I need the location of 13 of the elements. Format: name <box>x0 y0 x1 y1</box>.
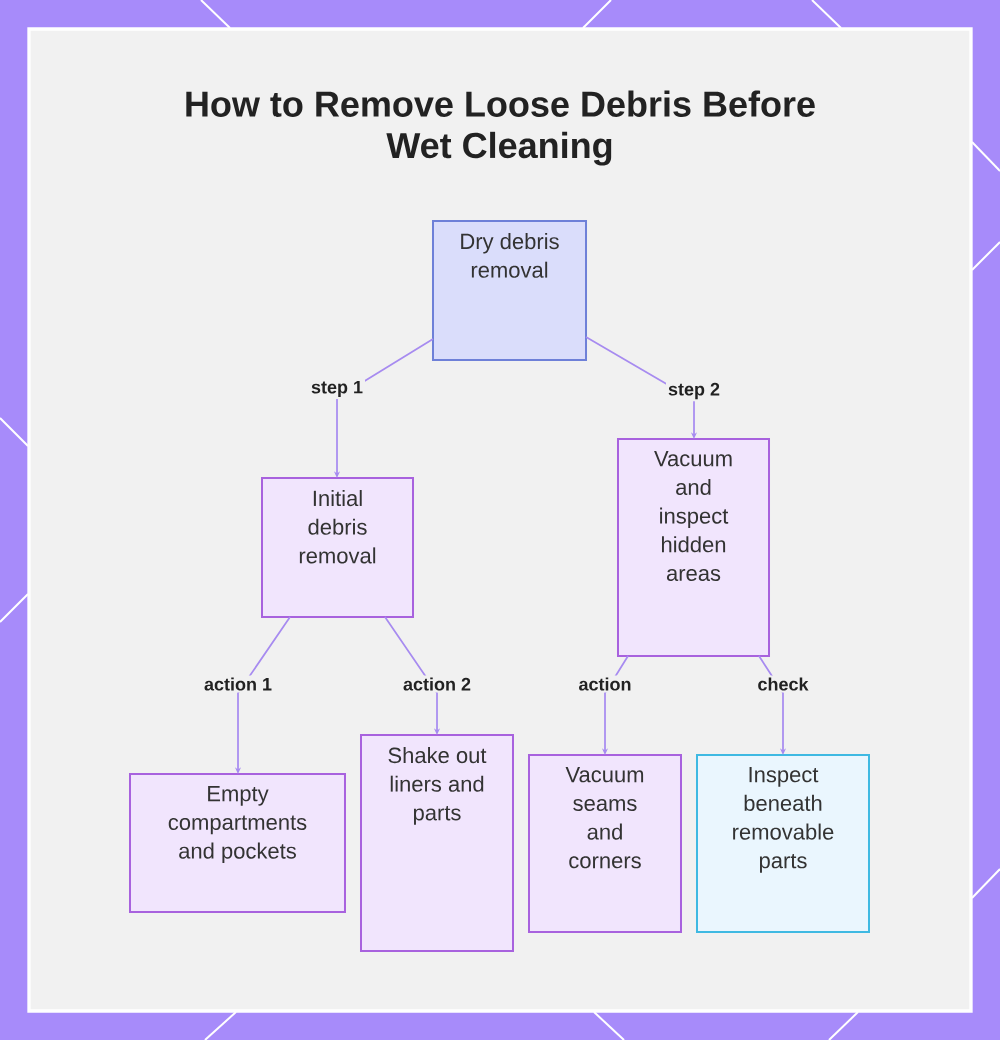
edge-label: check <box>755 675 811 693</box>
title: How to Remove Loose Debris Before Wet Cleaning <box>186 90 815 166</box>
process-box: Vacuum and inspect hidden areas <box>617 438 770 657</box>
root-box: Dry debris removal <box>432 220 587 361</box>
process-box: Vacuum seams and corners <box>528 754 682 933</box>
arrow <box>384 616 441 735</box>
edge-label: action 2 <box>401 675 473 693</box>
process-box: Empty compartments and pockets <box>129 773 346 913</box>
process-box: Inspect beneath removable parts <box>696 754 870 933</box>
edge-label: action 1 <box>202 675 274 693</box>
process-box: Initial debris removal <box>261 477 414 618</box>
edge-label: action <box>576 675 634 693</box>
process-box: Shake out liners and parts <box>360 734 514 952</box>
